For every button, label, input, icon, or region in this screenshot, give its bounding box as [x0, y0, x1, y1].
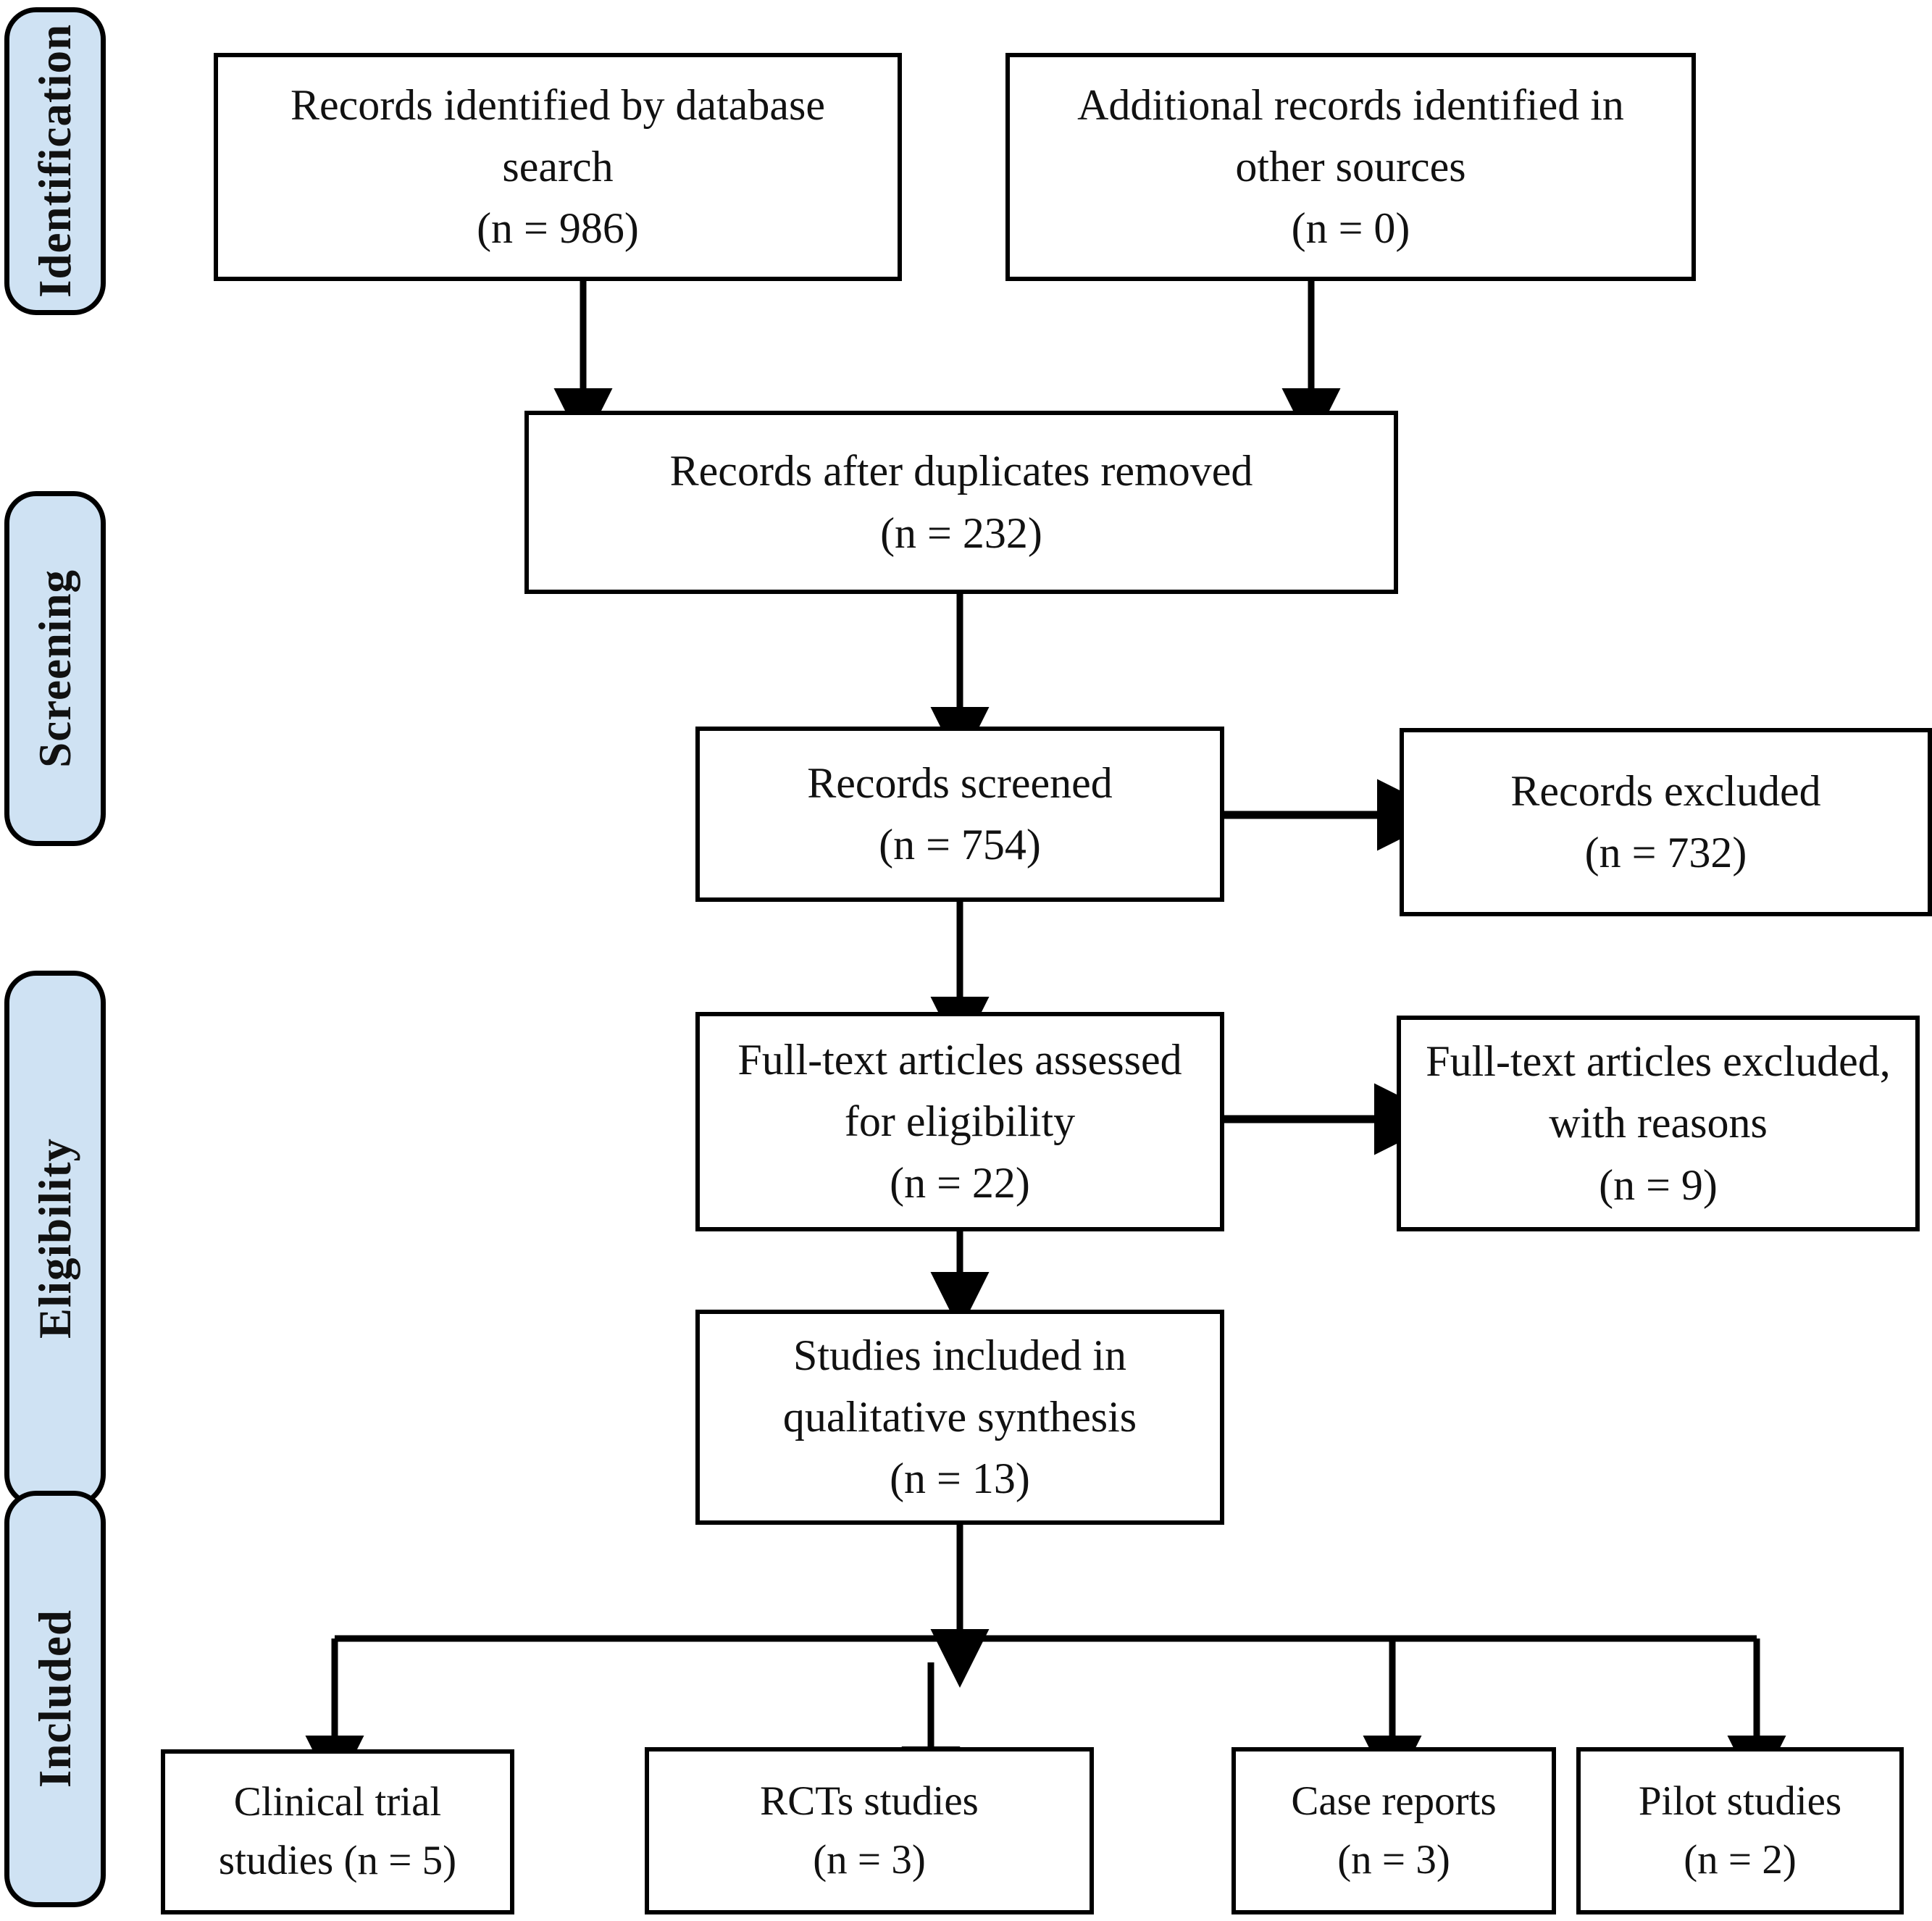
- box-pilot-studies-text: Pilot studies (n = 2): [1638, 1778, 1842, 1883]
- box-clinical-trial-studies-text: Clinical trial studies (n = 5): [218, 1779, 457, 1883]
- box-records-identified-database: Records identified by database search (n…: [214, 53, 902, 281]
- box-records-excluded-text: Records excluded (n = 732): [1510, 766, 1821, 876]
- stage-label-screening: Screening: [4, 491, 106, 846]
- box-fulltext-articles-assessed-text: Full-text articles assessed for eligibil…: [737, 1035, 1182, 1208]
- box-pilot-studies: Pilot studies (n = 2): [1576, 1747, 1904, 1914]
- box-rcts-studies-text: RCTs studies (n = 3): [760, 1778, 979, 1883]
- box-fulltext-articles-excluded-text: Full-text articles excluded, with reason…: [1426, 1037, 1891, 1209]
- box-records-identified-database-text: Records identified by database search (n…: [290, 80, 826, 253]
- box-fulltext-articles-excluded: Full-text articles excluded, with reason…: [1397, 1016, 1920, 1231]
- box-studies-included-qualitative-synthesis: Studies included in qualitative synthesi…: [695, 1310, 1224, 1525]
- box-studies-included-qualitative-synthesis-text: Studies included in qualitative synthesi…: [782, 1331, 1137, 1503]
- stage-label-included-text: Included: [29, 1610, 80, 1788]
- box-records-screened: Records screened (n = 754): [695, 727, 1224, 902]
- box-rcts-studies: RCTs studies (n = 3): [645, 1747, 1094, 1914]
- stage-label-identification: Identification: [4, 7, 106, 315]
- box-case-reports: Case reports (n = 3): [1231, 1747, 1556, 1914]
- box-additional-records-other-sources-text: Additional records identified in other s…: [1077, 80, 1624, 253]
- stage-label-eligibility: Eligibility: [4, 971, 106, 1507]
- stage-label-screening-text: Screening: [29, 569, 80, 768]
- stage-label-identification-text: Identification: [29, 24, 80, 298]
- stage-label-included: Included: [4, 1491, 106, 1907]
- box-records-after-duplicates-removed-text: Records after duplicates removed (n = 23…: [669, 447, 1253, 557]
- box-case-reports-text: Case reports (n = 3): [1291, 1778, 1497, 1883]
- box-clinical-trial-studies: Clinical trial studies (n = 5): [161, 1749, 514, 1914]
- box-records-after-duplicates-removed: Records after duplicates removed (n = 23…: [524, 411, 1398, 594]
- box-records-screened-text: Records screened (n = 754): [807, 758, 1113, 869]
- box-records-excluded: Records excluded (n = 732): [1400, 728, 1932, 916]
- box-fulltext-articles-assessed: Full-text articles assessed for eligibil…: [695, 1012, 1224, 1231]
- stage-label-eligibility-text: Eligibility: [29, 1138, 80, 1339]
- box-additional-records-other-sources: Additional records identified in other s…: [1005, 53, 1696, 281]
